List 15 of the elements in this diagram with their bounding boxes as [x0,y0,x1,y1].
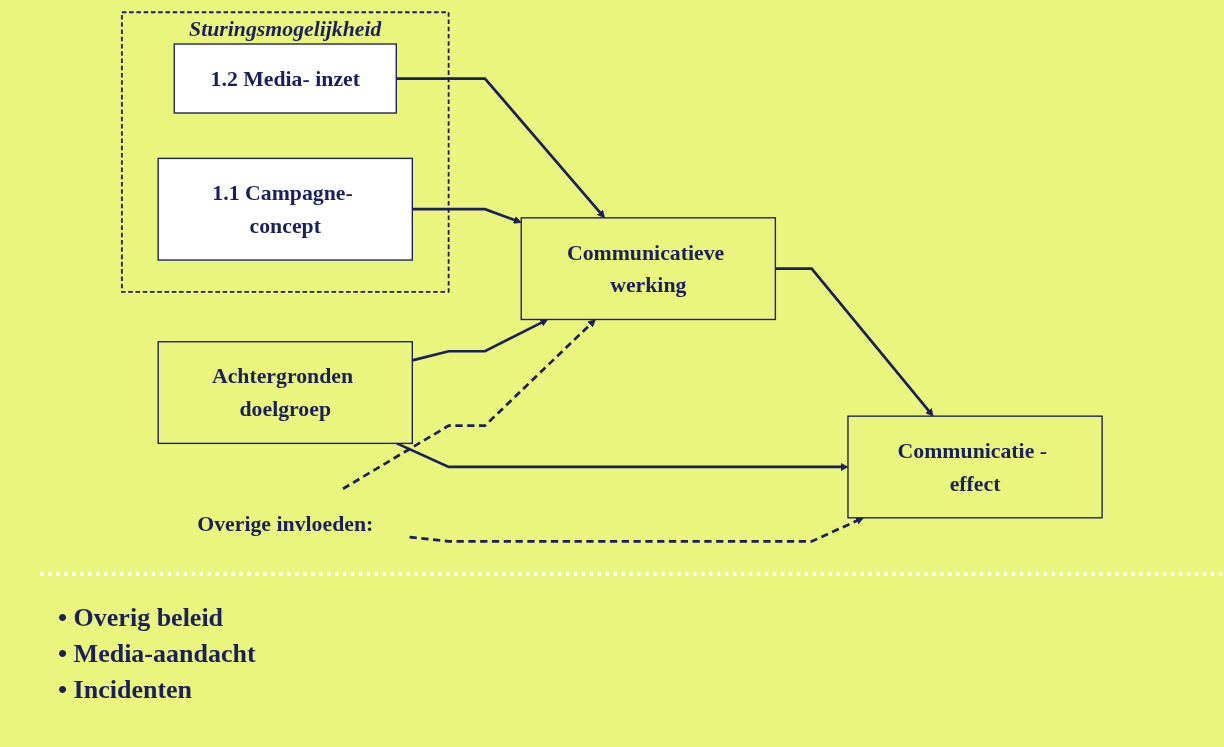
arrow [412,319,549,362]
arrow [409,517,864,543]
arrow [412,207,522,224]
node-box: Achtergronden doelgroep [157,341,413,445]
list-item: • Media-aandacht [58,638,256,670]
node-box: Communicatieve werking [520,217,777,321]
arrow [775,267,934,417]
list-item: • Overig beleid [58,602,225,634]
node-box: 1.1 Campagne- concept [157,157,413,261]
node-text: Overige invloeden: [197,511,374,536]
arrow [396,77,605,219]
arrow [342,319,596,490]
node-box: Communicatie - effect [847,415,1103,519]
list-item: • Incidenten [58,674,194,706]
node-box: 1.2 Media- inzet [173,43,397,114]
